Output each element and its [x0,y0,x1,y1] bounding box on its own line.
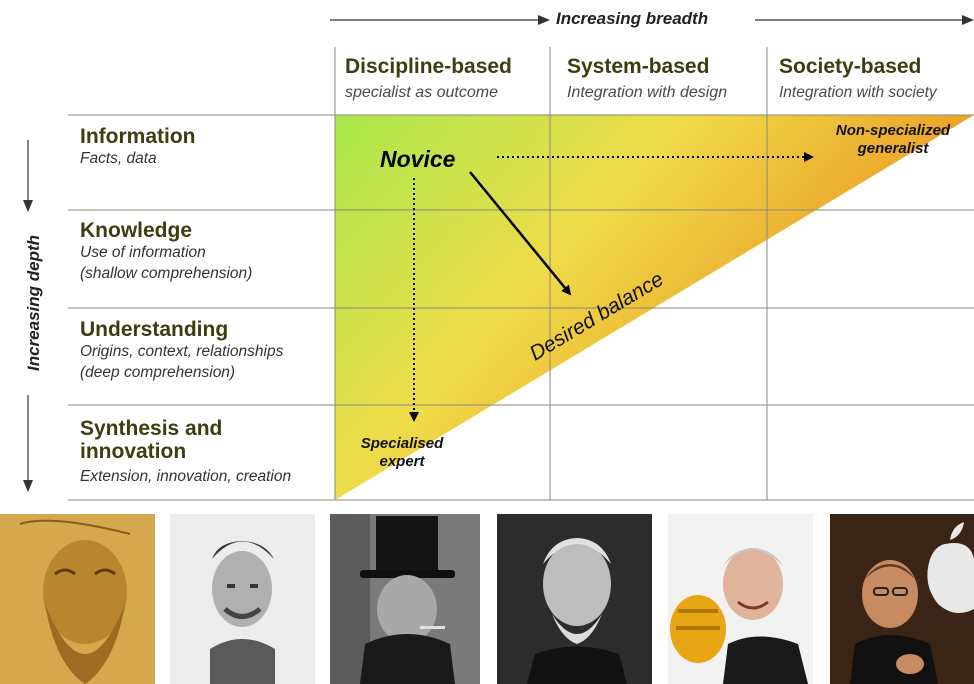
row-description: (shallow comprehension) [80,265,253,282]
row-header-understanding: Understanding Origins, context, relation… [80,318,330,383]
row-title: Synthesis and innovation [80,417,223,463]
depth-axis-label: Increasing depth [24,234,43,372]
row-header-knowledge: Knowledge Use of information (shallow co… [80,219,330,284]
column-header-society: Society-based Integration with society [779,55,937,102]
column-title: Discipline-based [345,55,512,78]
column-header-system: System-based Integration with design [567,55,727,102]
portrait-3 [330,514,480,684]
column-title: Society-based [779,55,922,78]
portrait-5 [668,514,813,684]
portrait-2 [170,514,315,684]
row-title: Knowledge [80,219,193,242]
expert-label: Specialised expert [360,435,444,470]
row-description: Use of information [80,244,206,261]
sketch-portrait-icon [0,514,155,684]
row-header-information: Information Facts, data [80,125,330,169]
row-description: Facts, data [80,150,157,167]
bw-portrait-icon [170,514,315,684]
row-description: Origins, context, relationships [80,343,284,360]
row-header-synthesis: Synthesis and innovation [80,417,255,463]
row-description: (deep comprehension) [80,364,236,381]
top-hat-portrait-icon [330,514,480,684]
breadth-axis-label: Increasing breadth [556,9,709,28]
column-header-discipline: Discipline-based specialist as outcome [345,55,512,102]
portrait-4 [497,514,652,684]
portrait-6 [830,514,974,684]
portrait-1 [0,514,155,684]
row-title: Information [80,125,196,148]
matrix-diagram: Desired balance [23,15,974,501]
column-subtitle: specialist as outcome [345,84,498,101]
generalist-label: Non-specialized generalist [835,122,951,157]
arrow-to-balance [469,171,572,296]
bw-portrait-icon [497,514,652,684]
column-subtitle: Integration with design [567,84,728,101]
novice-label: Novice [380,146,456,172]
column-title: System-based [567,55,710,78]
column-subtitle: Integration with society [779,84,937,101]
color-portrait-icon [668,514,813,684]
grid-lines [68,47,974,501]
row-description: Extension, innovation, creation [80,468,292,485]
row-title: Understanding [80,318,229,341]
apple-logo-portrait-icon [830,514,974,684]
